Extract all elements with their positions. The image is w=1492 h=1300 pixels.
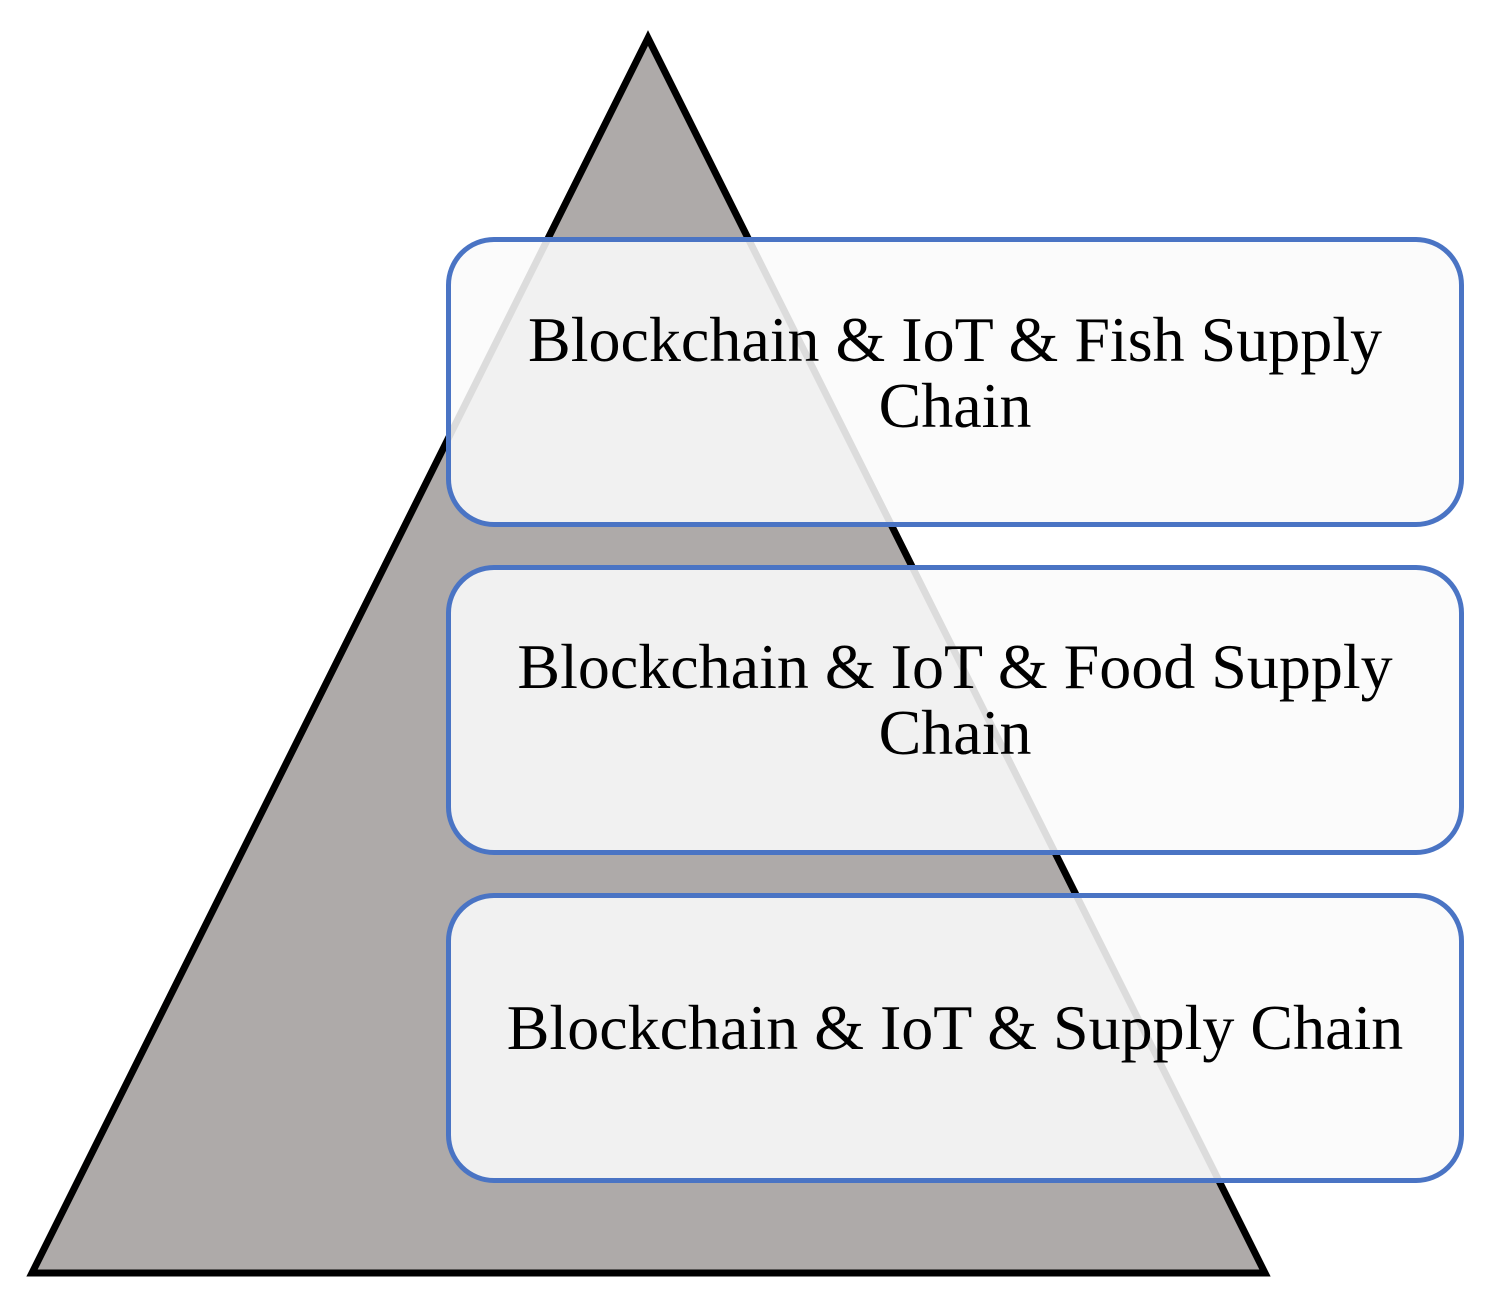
layer-label-food-supply-chain: Blockchain & IoT & Food Supply Chain bbox=[517, 631, 1393, 768]
layer-label-supply-chain: Blockchain & IoT & Supply Chain bbox=[506, 992, 1404, 1063]
layer-label-fish-supply-chain: Blockchain & IoT & Fish Supply Chain bbox=[528, 304, 1382, 441]
layer-box-fish-supply-chain: Blockchain & IoT & Fish Supply Chain bbox=[446, 237, 1464, 527]
layer-box-food-supply-chain: Blockchain & IoT & Food Supply Chain bbox=[446, 565, 1464, 855]
layer-box-supply-chain: Blockchain & IoT & Supply Chain bbox=[446, 893, 1464, 1183]
